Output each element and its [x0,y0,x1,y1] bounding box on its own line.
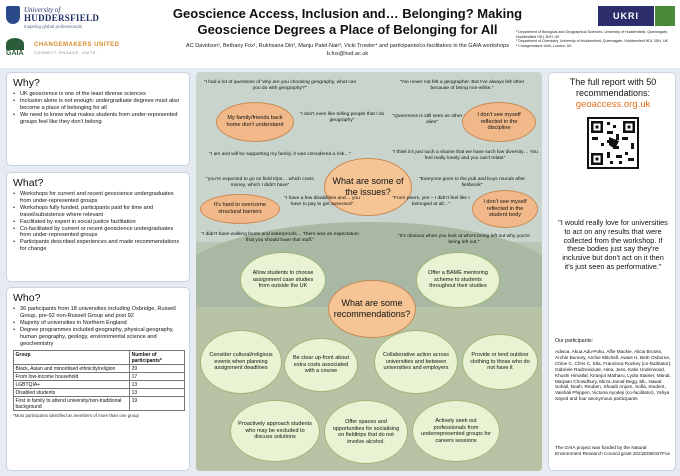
table-row: Disabled students 13 [12,388,185,398]
recommendation-bubble: Offer a BAME mentoring scheme to student… [416,252,500,308]
qr-code-graphic [591,121,635,165]
issue-bubble: I don't see myself reflected in the stud… [472,190,538,228]
issue-quote: "I am and will be supporting my family, … [209,152,351,157]
recommendation-bubble: Collaborative action across universities… [374,330,458,394]
issue-bubble: I don't see myself reflected in the disc… [462,102,536,142]
recommendation-bubble: Allow students to choose assignment case… [240,252,326,308]
issues-central-bubble: What are some of the issues? [324,158,412,216]
center-panel: "I had a lot of questions of 'why are yo… [196,72,542,471]
who-panel: Who? 36 participants from 18 universitie… [6,287,190,471]
table-header-row: Group Number of participants* [12,350,185,366]
recommendation-bubble: Proactively approach students who may be… [230,400,320,462]
recommendation-bubble: Offer spaces and opportunities for socia… [324,400,408,464]
participants-heading: Our participants: [555,338,594,344]
table-row: First in family to attend university/non… [12,396,185,412]
what-item: Workshops fully funded, participants pai… [13,205,183,219]
why-heading: Why? [13,77,40,89]
poster-title: Geoscience Access, Inclusion and… Belong… [172,6,523,37]
why-item: Inclusion alone is not enough: undergrad… [13,98,183,112]
what-item: Participants described experiences and m… [13,239,183,253]
table-row: Black, Asian and minoritised ethnicity/r… [12,364,185,374]
participant-quote: "I would really love for universities to… [558,218,668,271]
who-item: 36 participants from 18 universities inc… [13,306,183,320]
issue-quote: "I didn't have walking boots and waterpr… [201,232,359,243]
contact-email: b.fox@hud.ac.uk [326,51,369,57]
what-item: Facilitated by expert in social justice … [13,219,183,226]
issue-bubble: My family/friends back home don't unders… [216,102,294,142]
nerc-logo-icon [655,6,675,26]
who-item: Majority of universities in Northern Eng… [13,320,183,327]
recommendation-bubble: Provide or lend outdoor clothing to thos… [462,334,538,390]
issue-quote: "you're expected to go on field trips… w… [206,177,314,188]
issue-quote: "From peers, yes – I didn't feel like I … [392,196,470,207]
what-item: Co-facilitated by current or recent geos… [13,226,183,240]
recommendations-central-bubble: What are some recommendations? [328,280,416,338]
issue-quote: "I think it's just such a shame that we … [392,150,538,161]
huddersfield-logo: University of HUDDERSFIELD Inspiring glo… [6,6,106,36]
issue-quote: "I've never not felt a geographer. But I… [399,80,525,91]
qr-code-icon[interactable] [587,117,639,169]
gaia-mark-icon [6,38,24,50]
issue-bubble: It's hard to overcome structural barrier… [200,194,280,224]
table-row: LGBTQIA+ 13 [12,380,185,390]
what-panel: What? Workshops for current and recent g… [6,172,190,282]
participants-table: Group Number of participants* Black, Asi… [12,350,185,412]
recommendation-bubble: Actively seek out professionals from und… [412,400,500,462]
ukri-logo: UKRI [598,6,654,26]
why-panel: Why? UK geoscience is one of the least d… [6,72,190,166]
gaia-changemakers-logos: GAIA CHANGEMAKERS UNITED CONNECT. ENGAGE… [6,38,136,62]
right-panel: The full report with 50 recommendations:… [548,72,676,471]
issue-quote: "Everyone goes to the pub and buys round… [418,177,526,188]
recommendation-bubble: Consider cultural/religious events when … [200,330,282,394]
issue-quote: "It's obvious when you look at who's bei… [398,234,530,245]
table-footnote: *Most participants identified as members… [13,413,139,419]
issue-quote: "I had a lot of questions of 'why are yo… [203,80,357,91]
recommendation-bubble: Be clear up-front about extra costs asso… [284,338,358,392]
author-list: AC Davidson¹, Bethany Fox¹, Rukhsana Din… [186,43,509,49]
participants-list: Adwoa, Akua Adu-Poku, Alfie Mackie, Alic… [555,349,672,402]
university-crest-icon [6,6,20,24]
table-row: From low-income household 17 [12,372,185,382]
what-item: Workshops for current and recent geoscie… [13,191,183,205]
report-link[interactable]: geoaccess.org.uk [575,99,651,110]
who-heading: Who? [13,292,41,304]
report-heading: The full report with 50 recommendations: [569,77,657,98]
poster-header: University of HUDDERSFIELD Inspiring glo… [0,0,680,68]
funding-note: The GAIA project was funded by the Natur… [555,445,670,456]
affiliations: ¹ Department of Biological and Geographi… [516,30,668,48]
why-item: UK geoscience is one of the least divers… [13,91,183,98]
issue-quote: "I have a few disabilities and… you have… [284,196,360,207]
why-item: We need to know what makes students from… [13,112,183,126]
what-heading: What? [13,177,44,189]
who-item: Degree programmes included geography, ph… [13,327,183,348]
issue-quote: "Queerness is still seen as other and al… [392,114,472,125]
issue-quote: "I don't even like telling people that I… [299,112,385,123]
